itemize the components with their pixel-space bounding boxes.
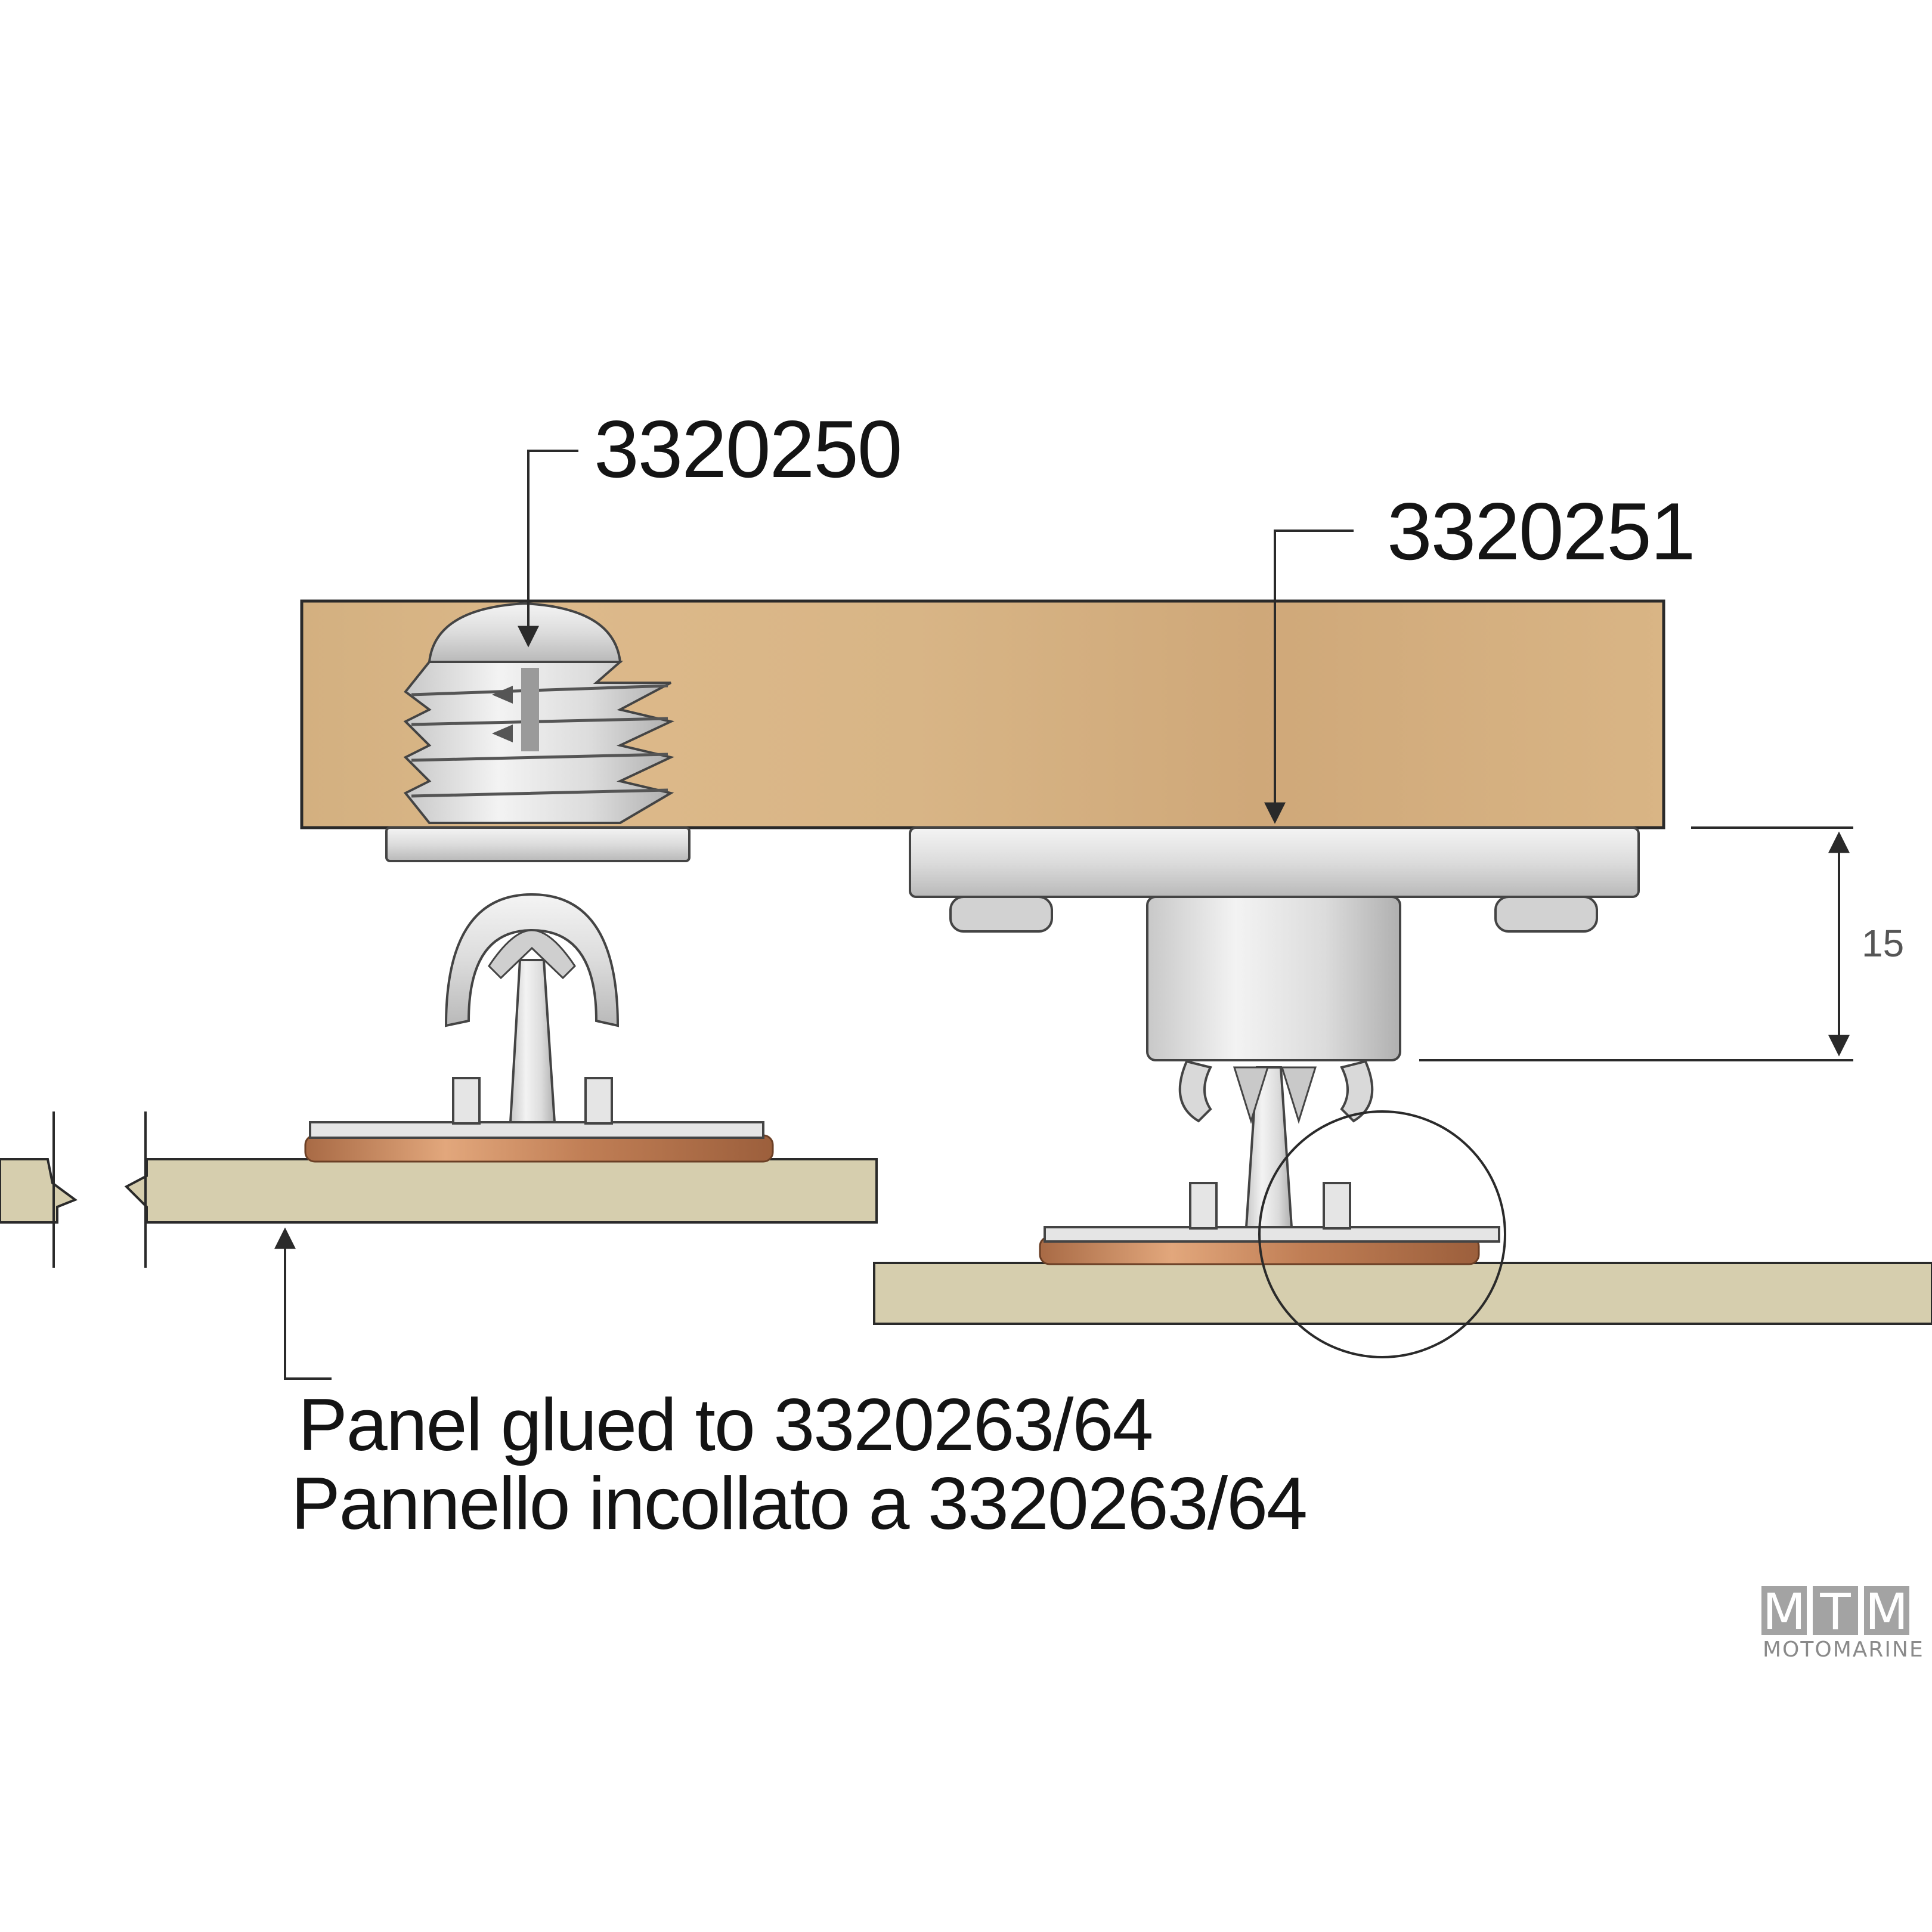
right-stud xyxy=(1039,1060,1500,1265)
left-panel xyxy=(0,1111,878,1268)
logo-letter-1: M xyxy=(1763,1583,1806,1641)
logo-letter-2: T xyxy=(1819,1583,1851,1641)
receiver-fitting xyxy=(909,826,1640,1061)
motomarine-logo: M T M MOTOMARINE xyxy=(1761,1583,1924,1662)
height-dimension xyxy=(1419,826,1853,1061)
callout-label-3320250: 3320250 xyxy=(594,404,901,494)
callout-leader-a xyxy=(518,450,578,648)
callout-label-3320251: 3320251 xyxy=(1387,486,1694,577)
callout-leader-b xyxy=(1264,530,1354,824)
logo-letter-3: M xyxy=(1865,1583,1908,1641)
right-panel xyxy=(873,1262,1932,1325)
caption-english: Panel glued to 3320263/64 xyxy=(298,1384,1152,1466)
caption-leader xyxy=(274,1227,332,1380)
left-stud xyxy=(304,893,774,1163)
logo-brand: MOTOMARINE xyxy=(1763,1637,1924,1662)
caption-italian: Pannello incollato a 3320263/64 xyxy=(291,1463,1306,1545)
detail-circle xyxy=(1258,1110,1506,1358)
dimension-value: 15 xyxy=(1862,922,1904,965)
